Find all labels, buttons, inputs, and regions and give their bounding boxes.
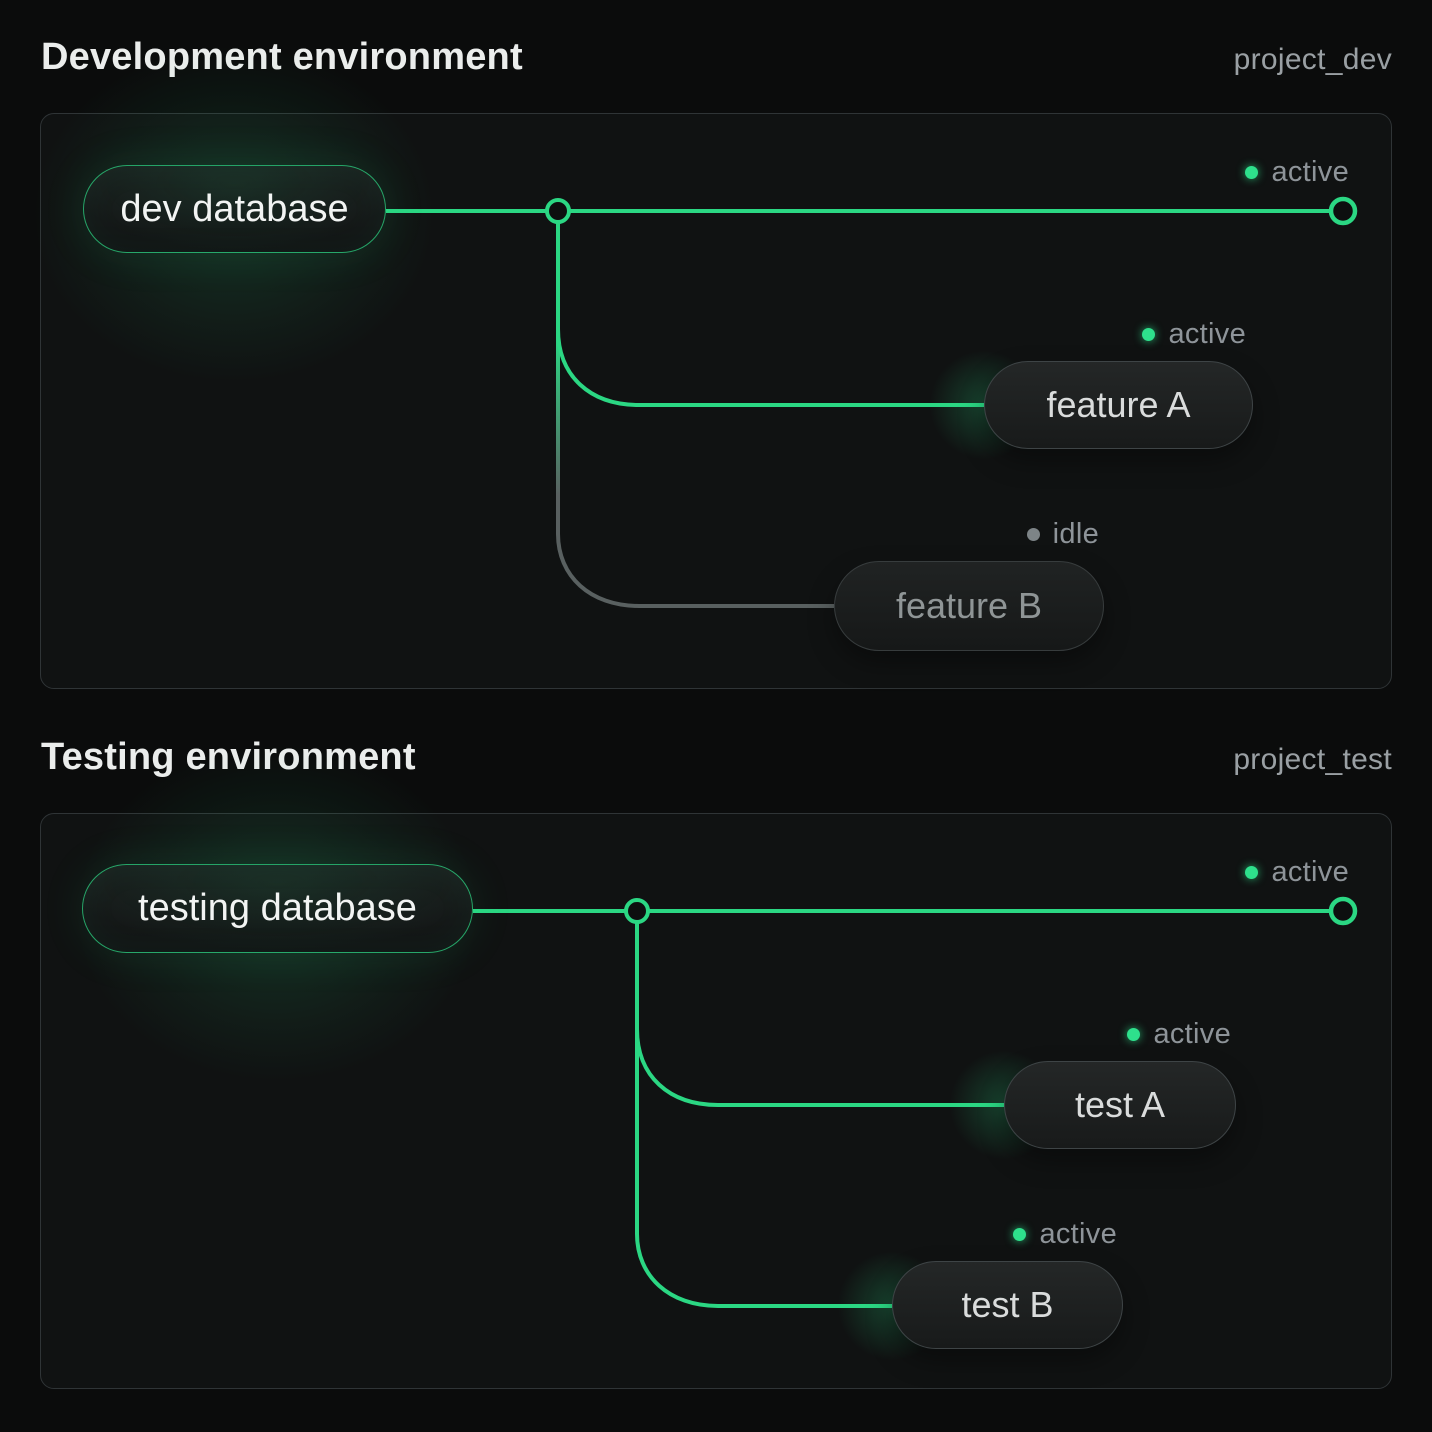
test-b-node[interactable]: test B xyxy=(892,1261,1123,1349)
status-dot-icon xyxy=(1142,327,1156,341)
feature-a-status-badge: active xyxy=(1142,318,1246,350)
test-branch-line-test-b xyxy=(635,911,892,1308)
dev-branch-line-feature-b xyxy=(556,211,834,608)
status-dot-icon xyxy=(1013,1227,1027,1241)
dev-env-header: Development environment project_dev xyxy=(41,36,1392,86)
dev-main-endpoint-node xyxy=(1328,196,1358,226)
dev-branch-lines-svg xyxy=(386,196,1358,608)
status-label: active xyxy=(1153,1017,1231,1050)
status-label: active xyxy=(1168,317,1246,350)
dev-env-title: Development environment xyxy=(41,36,523,78)
status-dot-icon xyxy=(1026,527,1040,541)
feature-b-label: feature B xyxy=(895,585,1043,626)
dev-env-panel: dev database active active feature A idl… xyxy=(0,0,1392,689)
test-b-label: test B xyxy=(961,1284,1054,1325)
dev-main-status-badge: active xyxy=(1245,156,1349,188)
test-branch-lines-svg xyxy=(473,896,1358,1308)
test-a-status-badge: active xyxy=(1127,1018,1231,1050)
dev-database-node[interactable]: dev database xyxy=(83,165,386,253)
test-a-label: test A xyxy=(1074,1084,1166,1125)
feature-a-node[interactable]: feature A xyxy=(984,361,1253,449)
status-dot-icon xyxy=(1245,165,1259,179)
test-env-panel: testing database active active test A ac… xyxy=(0,678,1392,1389)
status-label: active xyxy=(1271,855,1349,888)
feature-a-label: feature A xyxy=(1046,384,1191,425)
status-label: active xyxy=(1039,1217,1117,1250)
test-a-node[interactable]: test A xyxy=(1004,1061,1236,1149)
dev-branch-junction-node xyxy=(545,198,571,224)
status-label: idle xyxy=(1052,517,1099,550)
test-branch-line-test-a xyxy=(635,911,1004,1107)
testing-database-node[interactable]: testing database xyxy=(82,864,473,953)
feature-b-node[interactable]: feature B xyxy=(834,561,1104,651)
test-branch-junction-node xyxy=(624,898,650,924)
dev-database-label: dev database xyxy=(120,187,349,230)
test-env-title: Testing environment xyxy=(41,736,416,778)
test-env-header: Testing environment project_test xyxy=(41,736,1392,786)
status-dot-icon xyxy=(1127,1027,1141,1041)
test-project-label: project_test xyxy=(1233,743,1392,776)
dev-branch-line-feature-a xyxy=(556,211,984,407)
status-label: active xyxy=(1271,155,1349,188)
testing-database-label: testing database xyxy=(138,887,417,929)
status-dot-icon xyxy=(1245,865,1259,879)
feature-b-status-badge: idle xyxy=(1026,517,1099,550)
test-b-status-badge: active xyxy=(1013,1218,1117,1250)
dev-project-label: project_dev xyxy=(1233,43,1392,76)
test-main-endpoint-node xyxy=(1328,896,1358,926)
test-main-status-badge: active xyxy=(1245,856,1349,888)
